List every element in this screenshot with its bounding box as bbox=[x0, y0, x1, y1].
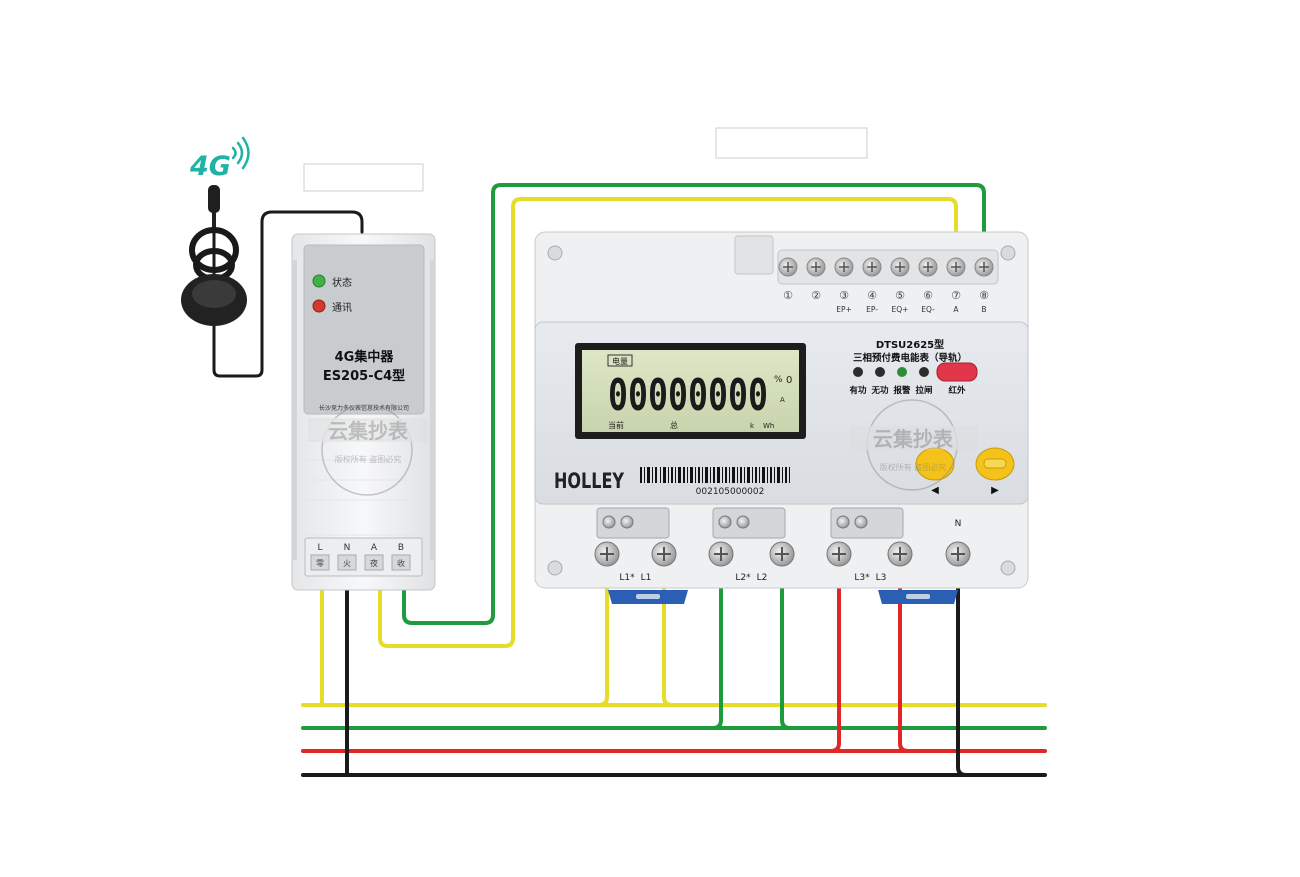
l2-in-wire bbox=[711, 558, 723, 730]
svg-text:⑧: ⑧ bbox=[979, 289, 989, 302]
barcode bbox=[640, 467, 790, 483]
infrared-label: 红外 bbox=[948, 385, 966, 396]
svg-text:④: ④ bbox=[867, 289, 877, 302]
concentrator-maker: 长沙竞力多仪表信息技术有限公司 bbox=[319, 404, 409, 412]
svg-text:⑦: ⑦ bbox=[951, 289, 961, 302]
comm-led-label: 通讯 bbox=[332, 302, 352, 314]
svg-text:云集抄表: 云集抄表 bbox=[873, 427, 954, 451]
meter-model: DTSU2625型 bbox=[876, 338, 944, 351]
terminal-a-label: A bbox=[371, 543, 378, 553]
lcd-bottom-k: k bbox=[750, 422, 755, 430]
n-wire bbox=[956, 558, 968, 777]
l3-in-wire bbox=[829, 558, 841, 753]
svg-text:L2*: L2* bbox=[735, 573, 751, 583]
lcd-bottom-left: 当前 bbox=[608, 420, 624, 430]
antenna-cable bbox=[212, 210, 364, 378]
neutral-label: N bbox=[955, 519, 962, 529]
l3-out-wire bbox=[898, 558, 910, 753]
antenna: 4G bbox=[181, 136, 250, 326]
concentrator: 状态 通讯 4G集中器 ES205-C4型 长沙竞力多仪表信息技术有限公司 L … bbox=[291, 233, 436, 591]
serial-number: 002105000002 bbox=[696, 487, 765, 497]
svg-text:EP+: EP+ bbox=[836, 305, 852, 314]
left-button[interactable] bbox=[915, 447, 955, 481]
svg-text:L1*: L1* bbox=[619, 573, 635, 583]
l1-out-wire bbox=[662, 558, 674, 707]
lcd-tag: 电量 bbox=[612, 356, 628, 366]
svg-text:零: 零 bbox=[316, 559, 324, 568]
svg-text:A: A bbox=[953, 305, 959, 314]
comm-led bbox=[312, 299, 326, 313]
line-labels: L1* L1 L2* L2 L3* L3 N bbox=[619, 519, 961, 583]
svg-text:版权所有 盗图必究: 版权所有 盗图必究 bbox=[880, 462, 947, 472]
concentrator-title: 4G集中器 bbox=[335, 349, 395, 365]
svg-text:火: 火 bbox=[343, 559, 351, 568]
svg-text:EQ+: EQ+ bbox=[892, 305, 909, 314]
signal-icon bbox=[231, 136, 250, 170]
meter: ① ② ③ ④ ⑤ ⑥ ⑦ ⑧ EP+ EP- EQ+ EQ- A B 电量 bbox=[534, 231, 1029, 604]
svg-text:夜: 夜 bbox=[370, 558, 378, 568]
top-terminal-screws bbox=[778, 257, 994, 277]
watermark-concentrator: 云集抄表 版权所有 盗图必究 bbox=[308, 404, 428, 496]
rs485-a-wire bbox=[378, 197, 958, 648]
l2-out-wire bbox=[780, 558, 792, 730]
svg-text:EP-: EP- bbox=[866, 305, 878, 314]
indicator-label-reactive: 无功 bbox=[870, 385, 889, 396]
terminal-n-label: N bbox=[344, 543, 351, 553]
svg-text:①: ① bbox=[783, 289, 793, 302]
svg-text:L3*: L3* bbox=[854, 573, 870, 583]
concentrator-caption-box bbox=[303, 163, 424, 192]
svg-text:⑤: ⑤ bbox=[895, 289, 905, 302]
svg-text:版权所有 盗图必究: 版权所有 盗图必究 bbox=[335, 454, 402, 464]
lcd-reading: 00000000 bbox=[608, 370, 768, 421]
svg-text:EQ-: EQ- bbox=[921, 305, 935, 314]
left-arrow-icon: ◀ bbox=[931, 485, 939, 496]
status-led bbox=[312, 274, 326, 288]
lcd-bottom-mid: 总 bbox=[670, 420, 678, 430]
lcd-tag-box bbox=[607, 354, 633, 367]
right-arrow-icon: ▶ bbox=[991, 485, 999, 496]
antenna-4g-label: 4G bbox=[189, 151, 231, 182]
top-terminal-numbers: ① ② ③ ④ ⑤ ⑥ ⑦ ⑧ bbox=[783, 289, 989, 302]
meter-description: 三相预付费电能表（导轨） bbox=[853, 352, 967, 364]
indicator-label-alarm: 报警 bbox=[893, 385, 911, 396]
svg-text:②: ② bbox=[811, 289, 821, 302]
lcd-bottom-wh: Wh bbox=[763, 422, 774, 430]
indicator-label-trip: 拉闸 bbox=[915, 385, 932, 396]
meter-caption-box bbox=[715, 127, 868, 159]
wires bbox=[212, 183, 1047, 777]
svg-text:L1: L1 bbox=[641, 573, 652, 583]
concentrator-model: ES205-C4型 bbox=[323, 368, 405, 384]
infrared-window bbox=[936, 362, 978, 382]
svg-text:L3: L3 bbox=[876, 573, 887, 583]
line-screws bbox=[594, 541, 971, 567]
watermark-meter: 云集抄表 版权所有 盗图必究 bbox=[850, 399, 978, 491]
svg-text:云集抄表: 云集抄表 bbox=[328, 419, 409, 443]
terminal-l-label: L bbox=[317, 543, 322, 553]
terminal-b-label: B bbox=[398, 543, 404, 553]
svg-text:L2: L2 bbox=[757, 573, 768, 583]
svg-text:收: 收 bbox=[397, 558, 405, 568]
svg-text:③: ③ bbox=[839, 289, 849, 302]
svg-text:B: B bbox=[981, 305, 986, 314]
l1-in-wire bbox=[597, 558, 609, 707]
svg-text:⑥: ⑥ bbox=[923, 289, 933, 302]
concentrator-terminals: L N A B 零 火 夜 收 bbox=[310, 543, 411, 571]
indicator-lights bbox=[853, 362, 978, 382]
indicator-label-active: 有功 bbox=[849, 385, 867, 396]
lcd-percent: % bbox=[774, 375, 783, 385]
voltage-screws bbox=[602, 515, 868, 529]
brand-logo: HOLLEY bbox=[554, 469, 625, 493]
top-terminal-names: EP+ EP- EQ+ EQ- A B bbox=[836, 305, 986, 314]
status-led-label: 状态 bbox=[332, 276, 352, 289]
rs485-b-wire bbox=[402, 183, 986, 625]
lcd-a: A bbox=[780, 396, 785, 404]
lcd-zero: 0 bbox=[786, 375, 792, 386]
